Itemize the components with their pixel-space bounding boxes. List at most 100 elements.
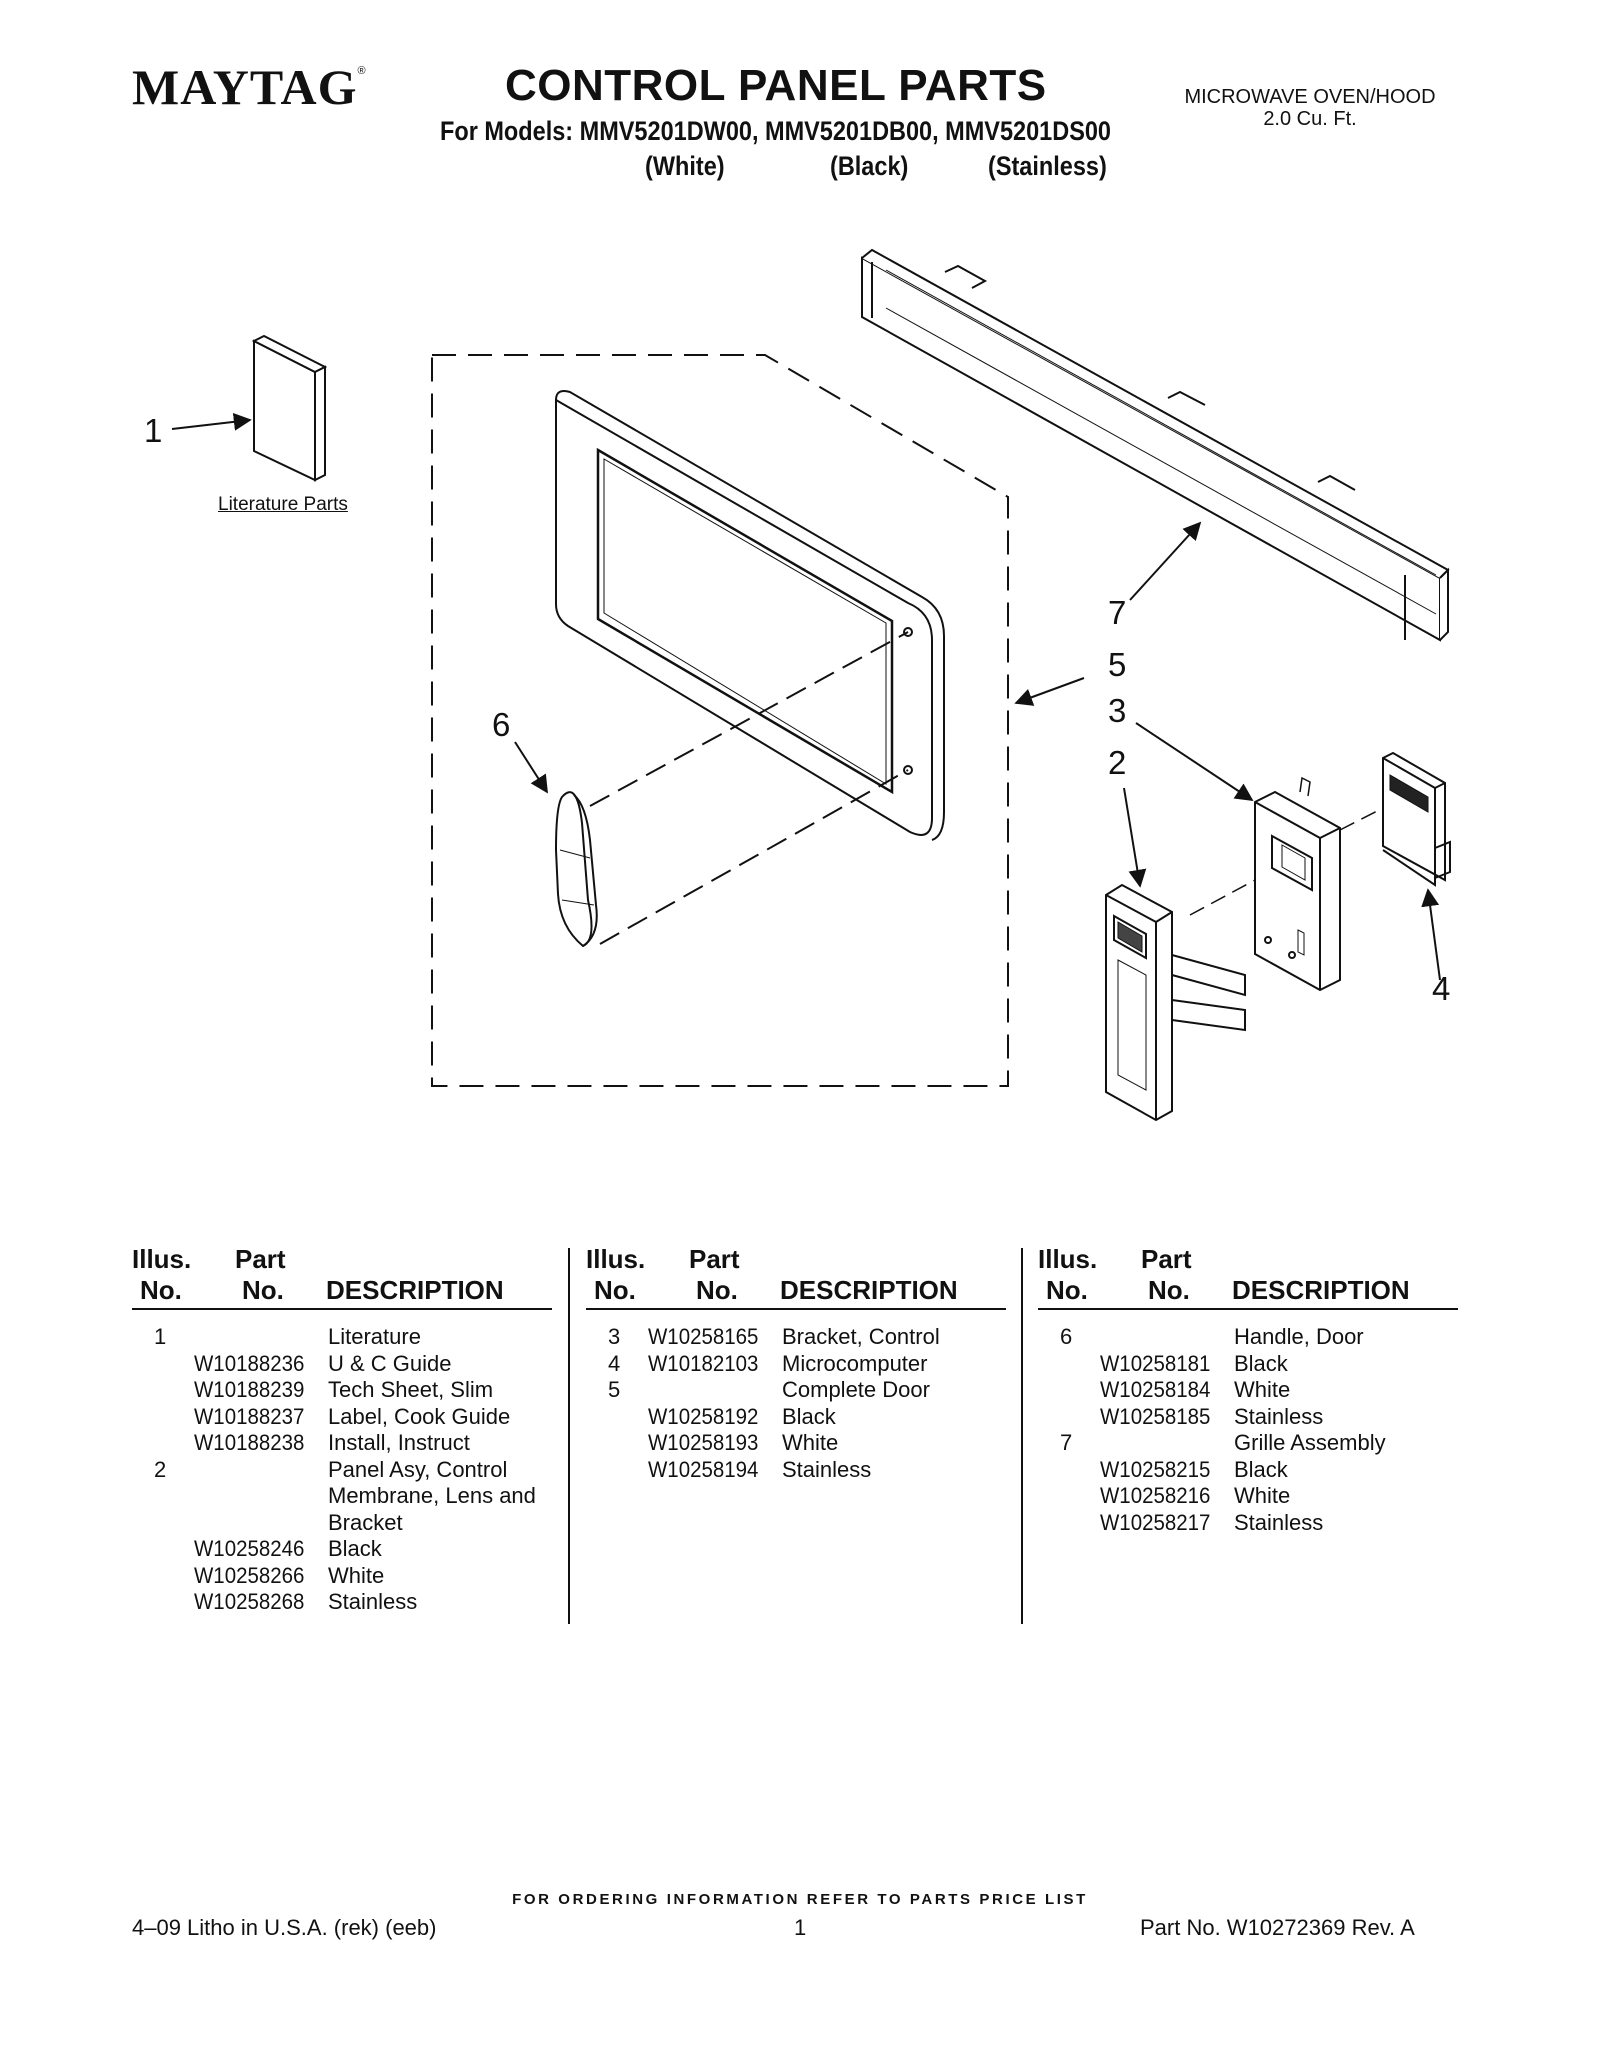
callout-label-4: 4 bbox=[1432, 970, 1451, 1007]
table-row: W10188236 U & C Guide bbox=[132, 1351, 552, 1378]
table-row: W10258194 Stainless bbox=[586, 1457, 1006, 1484]
part-number: W10258216 bbox=[1100, 1483, 1211, 1508]
illus-number: 1 bbox=[154, 1324, 167, 1349]
part-description: Black bbox=[782, 1403, 836, 1429]
part-description: Microcomputer bbox=[782, 1350, 928, 1376]
header-description: DESCRIPTION bbox=[780, 1275, 958, 1305]
part-description: White bbox=[328, 1562, 385, 1588]
part-number: W10258165 bbox=[648, 1324, 759, 1349]
microcomputer-part bbox=[1382, 751, 1451, 887]
part-number: W10258184 bbox=[1100, 1377, 1211, 1402]
table-header: Illus. No. Part No. DESCRIPTION bbox=[132, 1246, 552, 1310]
variant-white: (White) bbox=[645, 151, 725, 181]
part-number: W10188237 bbox=[194, 1403, 305, 1429]
brand-logo: MAYTAG® bbox=[132, 62, 367, 112]
table-row: Membrane, Lens and bbox=[132, 1483, 552, 1510]
part-number: W10258181 bbox=[1100, 1350, 1211, 1376]
callout-arrow-3 bbox=[1135, 722, 1254, 801]
callout-arrow-6 bbox=[514, 741, 548, 794]
illus-number: 7 bbox=[1060, 1430, 1073, 1455]
part-description: Tech Sheet, Slim bbox=[328, 1377, 494, 1402]
page-number: 1 bbox=[794, 1915, 807, 1940]
ordering-note: FOR ORDERING INFORMATION REFER TO PARTS … bbox=[512, 1891, 1088, 1908]
callout-label-2: 2 bbox=[1108, 744, 1127, 781]
document-part-number: Part No. W10272369 Rev. A bbox=[1140, 1915, 1415, 1940]
part-description: Literature bbox=[328, 1324, 421, 1349]
table-row: W10258184 White bbox=[1038, 1377, 1458, 1404]
part-number: W10258185 bbox=[1100, 1403, 1211, 1429]
part-description: White bbox=[1234, 1377, 1291, 1402]
part-number: W10188236 bbox=[194, 1350, 305, 1376]
column-divider bbox=[568, 1248, 570, 1624]
callout-arrow-2 bbox=[1123, 787, 1147, 888]
illus-number: 5 bbox=[608, 1377, 621, 1402]
part-description: Complete Door bbox=[782, 1377, 930, 1402]
variant-stainless: (Stainless) bbox=[988, 151, 1107, 181]
part-description: Install, Instruct bbox=[328, 1430, 470, 1455]
callout-label-3: 3 bbox=[1108, 692, 1127, 729]
product-name: MICROWAVE OVEN/HOOD bbox=[1184, 86, 1436, 108]
litho-info: 4–09 Litho in U.S.A. (rek) (eeb) bbox=[132, 1915, 437, 1940]
part-description: Bracket, Control bbox=[782, 1324, 940, 1349]
part-description: Stainless bbox=[328, 1589, 418, 1614]
part-number: W10258217 bbox=[1100, 1509, 1211, 1535]
part-description: White bbox=[1234, 1483, 1291, 1508]
product-capacity: 2.0 Cu. Ft. bbox=[1263, 108, 1357, 130]
part-description: Stainless bbox=[1234, 1403, 1324, 1429]
table-row: 1 Literature bbox=[132, 1324, 552, 1351]
illus-number: 6 bbox=[1060, 1324, 1073, 1349]
table-header: Illus. No. Part No. DESCRIPTION bbox=[1038, 1246, 1458, 1310]
callout-label-6: 6 bbox=[492, 706, 511, 743]
literature-booklet-part bbox=[251, 334, 328, 482]
part-description: Handle, Door bbox=[1234, 1324, 1364, 1349]
part-number: W10258193 bbox=[648, 1430, 759, 1455]
illus-number: 4 bbox=[608, 1350, 621, 1376]
control-panel-part bbox=[1105, 883, 1246, 1122]
product-type: MICROWAVE OVEN/HOOD 2.0 Cu. Ft. bbox=[1160, 86, 1460, 130]
table-row: Bracket bbox=[132, 1510, 552, 1537]
handle-alignment-line-bottom bbox=[599, 769, 909, 945]
exploded-parts-diagram bbox=[171, 248, 1451, 1122]
part-number: W10258215 bbox=[1100, 1456, 1211, 1482]
header-illus: Illus. bbox=[132, 1244, 192, 1274]
header-illus-no: No. bbox=[140, 1275, 182, 1305]
header-illus: Illus. bbox=[586, 1244, 646, 1274]
callout-label-5: 5 bbox=[1108, 646, 1127, 683]
header-illus-no: No. bbox=[594, 1275, 636, 1305]
part-description: White bbox=[782, 1430, 839, 1455]
grille-assembly-part bbox=[861, 248, 1450, 642]
callout-arrow-7 bbox=[1129, 521, 1202, 601]
table-row: W10188237 Label, Cook Guide bbox=[132, 1404, 552, 1431]
header-part: Part bbox=[689, 1244, 740, 1274]
part-description: Bracket bbox=[328, 1509, 403, 1535]
column-divider bbox=[1021, 1248, 1023, 1624]
door-handle-part bbox=[554, 791, 598, 948]
part-description: Stainless bbox=[1234, 1509, 1324, 1535]
door-assembly-boundary bbox=[431, 354, 1009, 1087]
header-part: Part bbox=[235, 1244, 286, 1274]
part-description: U & C Guide bbox=[328, 1350, 452, 1376]
part-description: Label, Cook Guide bbox=[328, 1403, 511, 1429]
model-list: For Models: MMV5201DW00, MMV5201DB00, MM… bbox=[440, 116, 1112, 146]
table-row: W10258193 White bbox=[586, 1430, 1006, 1457]
part-number: W10258194 bbox=[648, 1456, 759, 1482]
part-description: Stainless bbox=[782, 1456, 872, 1482]
table-header: Illus. No. Part No. DESCRIPTION bbox=[586, 1246, 1006, 1310]
header-description: DESCRIPTION bbox=[1232, 1275, 1410, 1305]
handle-alignment-line-top bbox=[589, 631, 909, 807]
header-description: DESCRIPTION bbox=[326, 1275, 504, 1305]
table-row: W10258216 White bbox=[1038, 1483, 1458, 1510]
part-description: Black bbox=[328, 1536, 382, 1561]
